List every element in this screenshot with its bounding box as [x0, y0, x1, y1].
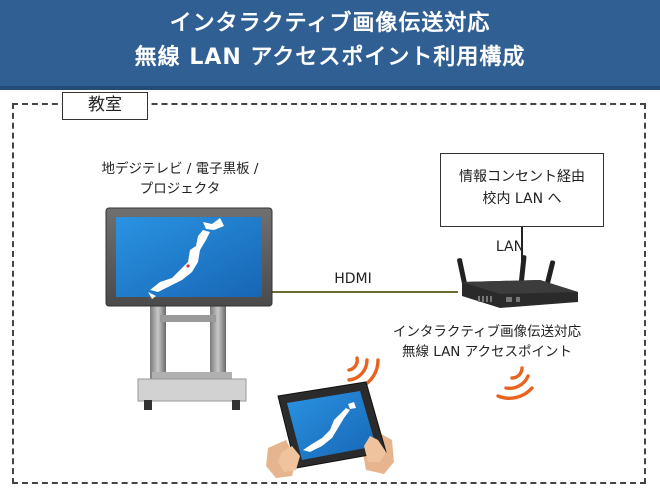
- access-point-label-line2: 無線 LAN アクセスポイント: [401, 344, 573, 360]
- header-title-line2: 無線 LAN アクセスポイント利用構成: [134, 45, 526, 70]
- access-point-label: インタラクティブ画像伝送対応 無線 LAN アクセスポイント: [372, 322, 602, 362]
- lan-label: LAN: [495, 239, 525, 255]
- lan-outlet-box: 情報コンセント経由 校内 LAN へ: [440, 153, 604, 227]
- tv-label-line2: プロジェクタ: [139, 181, 221, 197]
- lan-outlet-line1: 情報コンセント経由: [459, 169, 585, 185]
- access-point-label-line1: インタラクティブ画像伝送対応: [392, 324, 582, 340]
- tablet-icon: [266, 381, 394, 478]
- tv-stand: [137, 302, 247, 410]
- tv-label: 地デジテレビ / 電子黒板 / プロジェクタ: [80, 159, 280, 199]
- tv-label-line1: 地デジテレビ / 電子黒板 /: [101, 161, 259, 177]
- header-title-line1: インタラクティブ画像伝送対応: [169, 11, 491, 36]
- hdmi-label: HDMI: [334, 271, 372, 287]
- classroom-label: 教室: [62, 92, 148, 120]
- tv-display-icon: [105, 207, 273, 307]
- access-point-icon: [457, 255, 578, 308]
- header-banner: インタラクティブ画像伝送対応 無線 LAN アクセスポイント利用構成: [0, 0, 660, 90]
- classroom-boundary: [12, 103, 646, 484]
- access-point-wifi-icon: [496, 366, 534, 400]
- lan-outlet-line2: 校内 LAN へ: [482, 191, 562, 207]
